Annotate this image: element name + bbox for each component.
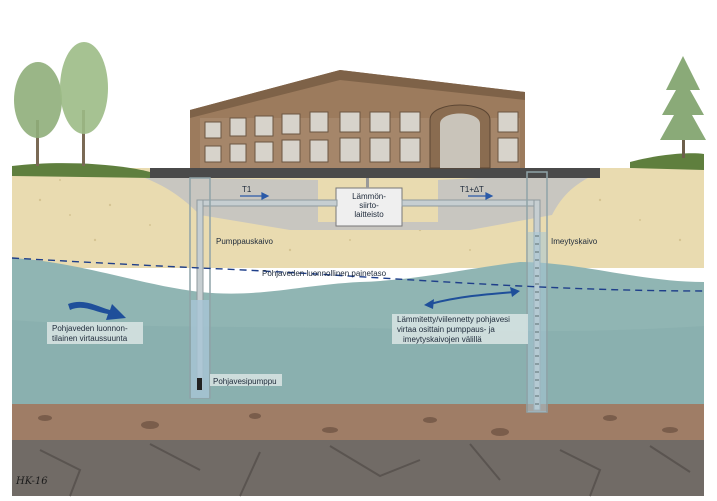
pipe-flow-arrows <box>240 192 494 200</box>
heat-exchanger-label-2: siirto- <box>359 201 379 210</box>
grass-left <box>12 163 150 178</box>
heat-exchanger-label-3: laitteisto <box>354 210 384 219</box>
heated-water-label-1: Lämmitetty/viilennetty pohjavesi <box>397 315 510 324</box>
heated-water-label-box <box>392 314 528 344</box>
artist-signature: HK-16 <box>15 476 48 487</box>
infiltration-well-slots <box>535 235 539 405</box>
tree-right <box>660 56 706 158</box>
tree-left-1 <box>14 62 62 166</box>
natural-flow-label-1: Pohjaveden luonnon- <box>52 324 128 333</box>
heat-exchanger-label-1: Lämmön- <box>352 192 386 201</box>
pumping-well-screen <box>191 300 209 398</box>
water-table-label: Pohjaveden luonnollinen painetaso <box>262 269 387 278</box>
pipe-out-label: T1 <box>242 185 252 194</box>
heat-exchanger <box>335 187 403 227</box>
infiltration-well-label: Imeytyskaivo <box>551 237 598 246</box>
tree-left-2 <box>60 42 108 166</box>
pump-label-box <box>210 374 282 386</box>
building <box>190 70 525 169</box>
heated-water-label-3: imeytyskaivojen välillä <box>403 335 482 344</box>
clay-layer <box>12 404 704 444</box>
foundation-slab <box>150 168 600 178</box>
grass-right <box>630 153 704 170</box>
bedrock-cracks <box>39 443 691 497</box>
clay-stones <box>38 413 678 436</box>
arrow-right-icon <box>68 301 126 320</box>
groundwater-pump <box>197 378 202 390</box>
pump-label: Pohjavesipumppu <box>213 377 277 386</box>
heated-water-label-2: virtaa osittain pumppaus- ja <box>397 325 495 334</box>
water-table-line <box>11 257 705 292</box>
infiltration-well-screen <box>528 232 546 412</box>
double-arrow-icon <box>424 287 520 309</box>
pipe-return-label: T1+∆T <box>460 185 484 194</box>
natural-flow-label-box <box>47 322 143 344</box>
pumping-well-label: Pumppauskaivo <box>216 237 273 246</box>
bedrock-layer <box>12 440 704 496</box>
natural-flow-label-2: tilainen virtaussuunta <box>52 334 128 343</box>
foundation-gravel <box>145 172 600 230</box>
